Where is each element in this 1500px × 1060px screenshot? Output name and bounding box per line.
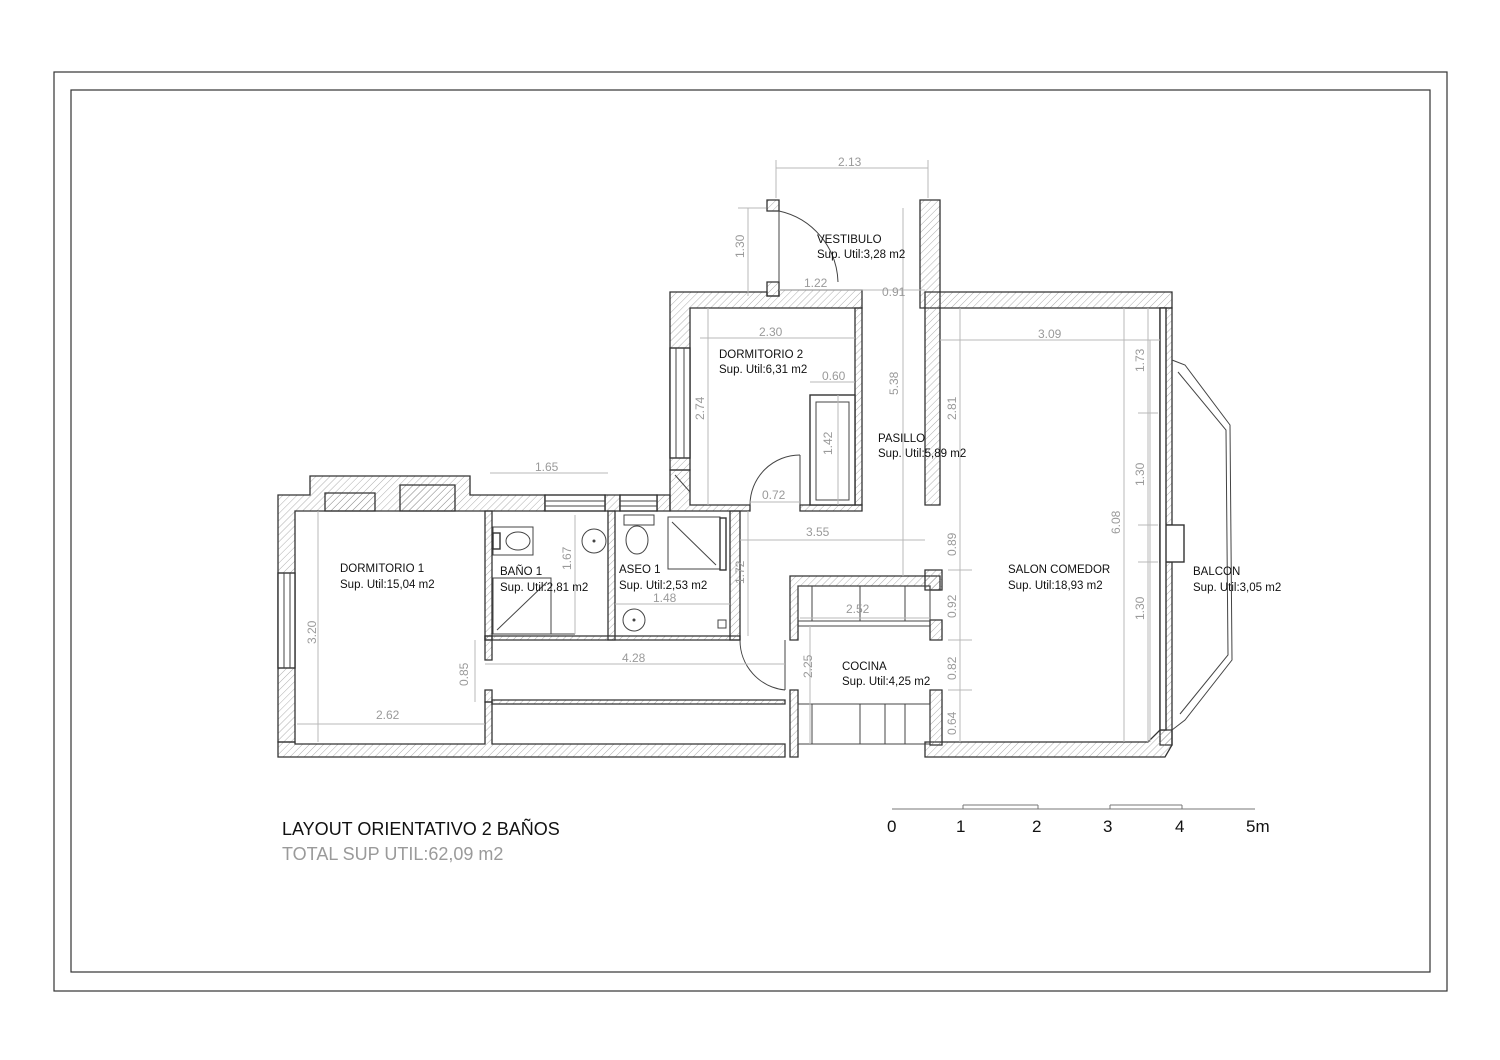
layout-title: LAYOUT ORIENTATIVO 2 BAÑOS [282,818,560,839]
dim-label: 1.30 [1133,462,1147,486]
dim-label: 3.55 [806,525,830,539]
dim-label: 0.82 [945,656,959,680]
dim-label: 0.85 [457,662,471,686]
scale-label: 4 [1175,817,1184,836]
kitchen-counters [797,585,931,745]
room-area-dormitorio1: Sup. Util:15,04 m2 [340,579,435,591]
dim-label: 1.22 [804,276,828,290]
dim-label: 1.67 [560,546,574,570]
dim-label: 4.28 [622,651,646,665]
room-name-bano1: BAÑO 1 [500,565,542,578]
walls [277,199,1173,758]
dim-label: 0.89 [945,532,959,556]
dim-label: 1.73 [1133,348,1147,372]
dim-label: 1.65 [535,460,559,474]
dim-label: 0.72 [762,488,786,502]
wardrobe [809,394,856,506]
scale-bar: 0 1 2 3 4 5m [887,804,1270,836]
doors [674,210,839,691]
dim-label: 2.81 [945,396,959,420]
room-name-vestibulo: VESTIBULO [817,234,882,246]
room-area-cocina: Sup. Util:4,25 m2 [842,676,930,688]
balcony-outline [1171,359,1233,731]
dim-label: 2.25 [801,654,815,678]
scale-label: 3 [1103,817,1112,836]
outer-frame [53,71,1448,992]
room-name-pasillo: PASILLO [878,433,925,445]
room-name-dormitorio1: DORMITORIO 1 [340,563,424,575]
dim-label: 0.91 [882,285,906,299]
dim-label: 5.38 [887,371,901,395]
dim-label: 1.48 [653,591,677,605]
dim-label: 2.30 [759,325,783,339]
room-area-vestibulo: Sup. Util:3,28 m2 [817,249,905,261]
room-area-dormitorio2: Sup. Util:6,31 m2 [719,364,807,376]
dim-label: 2.52 [846,602,870,616]
dimension-lines [297,160,1160,744]
scale-label: 5m [1246,817,1270,836]
scale-label: 1 [956,817,965,836]
room-area-bano1: Sup. Util:2,81 m2 [500,582,588,594]
scale-label: 0 [887,817,896,836]
room-area-salon: Sup. Util:18,93 m2 [1008,580,1103,592]
windows [277,307,1185,731]
dim-label: 1.30 [1133,596,1147,620]
room-name-aseo1: ASEO 1 [619,564,661,576]
dim-label: 1.42 [821,431,835,455]
dim-label: 0.64 [945,711,959,735]
room-name-cocina: COCINA [842,661,887,673]
dim-label: 0.92 [945,594,959,618]
room-area-aseo1: Sup. Util:2,53 m2 [619,580,707,592]
room-area-balcon: Sup. Util:3,05 m2 [1193,582,1281,594]
dim-label: 1.72 [733,560,747,584]
room-labels: VESTIBULO Sup. Util:3,28 m2 DORMITORIO 2… [340,234,1281,688]
dimension-labels: 2.13 1.30 1.22 0.91 2.30 0.60 2.74 1.42 … [305,155,1147,735]
bathroom-fixtures [492,514,727,635]
dim-label: 1.30 [733,234,747,258]
dim-label: 2.62 [376,708,400,722]
room-name-dormitorio2: DORMITORIO 2 [719,349,803,361]
room-area-pasillo: Sup. Util:5,89 m2 [878,448,966,460]
dim-label: 0.60 [822,369,846,383]
dim-label: 2.13 [838,155,862,169]
dim-label: 3.20 [305,620,319,644]
dim-label: 6.08 [1109,510,1123,534]
balcony-rail [1177,371,1229,715]
inner-frame [70,89,1431,973]
room-name-balcon: BALCON [1193,566,1240,578]
room-name-salon: SALON COMEDOR [1008,564,1110,576]
dim-label: 2.74 [693,396,707,420]
dim-label: 3.09 [1038,327,1062,341]
scale-label: 2 [1032,817,1041,836]
layout-subtitle: TOTAL SUP UTIL:62,09 m2 [282,844,503,864]
